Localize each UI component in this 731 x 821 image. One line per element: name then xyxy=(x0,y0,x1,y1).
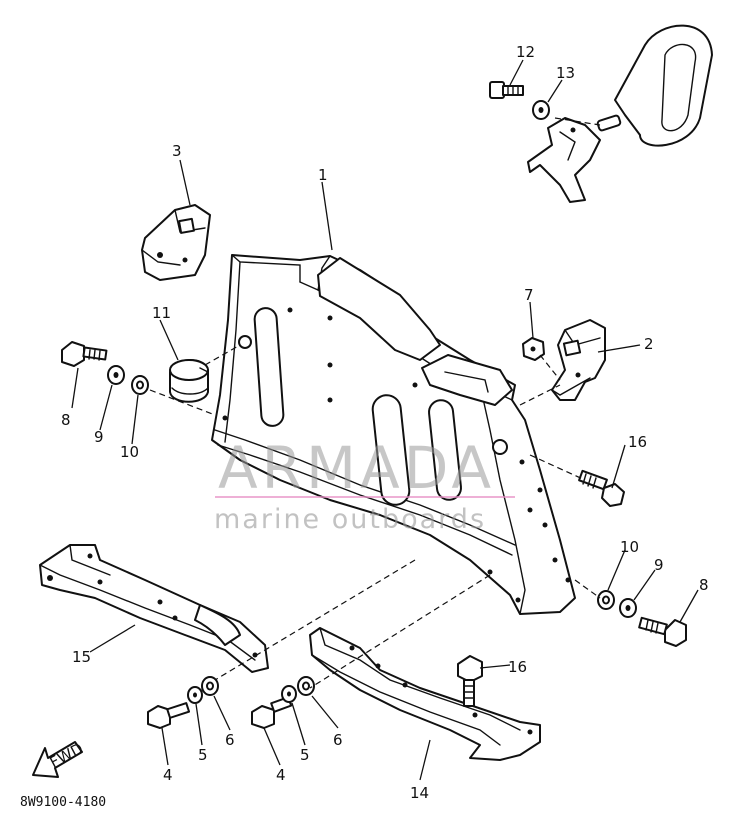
part-13-washer xyxy=(532,100,550,120)
part-5-washer-b xyxy=(281,685,297,703)
part-15-lower-bracket xyxy=(39,544,269,673)
part-1-main-bracket xyxy=(211,254,576,615)
callout-9-b: 9 xyxy=(654,556,664,574)
callout-4-a: 4 xyxy=(163,766,173,784)
fwd-label: FWD xyxy=(47,739,86,771)
callout-4-b: 4 xyxy=(276,766,286,784)
callout-14: 14 xyxy=(410,784,429,802)
part-7-nut xyxy=(522,337,545,361)
callout-12: 12 xyxy=(516,43,535,61)
callout-16-a: 16 xyxy=(628,433,647,451)
callout-6-b: 6 xyxy=(333,731,343,749)
callout-5-b: 5 xyxy=(300,746,310,764)
callout-13: 13 xyxy=(556,64,575,82)
leader-lines xyxy=(71,59,699,781)
part-4-bolt-a xyxy=(147,702,191,729)
callout-10-b: 10 xyxy=(620,538,639,556)
callout-11: 11 xyxy=(152,304,171,322)
part-14-lower-bracket xyxy=(309,627,541,761)
callout-8-b: 8 xyxy=(699,576,709,594)
part-5-washer-a xyxy=(187,686,203,704)
part-10-washer-left xyxy=(131,375,149,395)
callout-labels: 1 2 3 4 4 5 5 6 6 7 8 8 9 9 10 10 11 12 … xyxy=(61,43,709,802)
part-16-bolt-lower xyxy=(457,655,483,707)
callout-6-a: 6 xyxy=(225,731,235,749)
callout-3: 3 xyxy=(172,142,182,160)
callout-1: 1 xyxy=(318,166,328,184)
part-6-washer-b xyxy=(297,676,315,696)
callout-10-a: 10 xyxy=(120,443,139,461)
forward-direction-marker: FWD xyxy=(32,739,86,778)
handle-assembly xyxy=(527,24,713,203)
callout-5-a: 5 xyxy=(198,746,208,764)
callout-8-a: 8 xyxy=(61,411,71,429)
callout-9-a: 9 xyxy=(94,428,104,446)
part-3-mount-bracket xyxy=(141,204,211,281)
part-10-washer-right xyxy=(597,590,615,610)
part-2-mount-bracket xyxy=(551,319,606,401)
part-6-washer-a xyxy=(201,676,219,696)
callout-7: 7 xyxy=(524,286,534,304)
part-9-washer-left xyxy=(107,365,125,385)
watermark-brand: ARMADA xyxy=(218,434,495,502)
watermark-tagline: marine outboards xyxy=(214,504,486,535)
callout-15: 15 xyxy=(72,648,91,666)
callout-16-b: 16 xyxy=(508,658,527,676)
drawing-code: 8W9100-4180 xyxy=(20,795,106,810)
alignment-lines xyxy=(149,117,601,689)
part-9-washer-right xyxy=(619,598,637,618)
part-11-rubber-mount xyxy=(169,359,209,403)
part-8-bolt-right xyxy=(638,616,687,647)
part-16-bolt-right xyxy=(578,469,625,507)
callout-2: 2 xyxy=(644,335,654,353)
part-8-bolt-left xyxy=(61,341,108,367)
part-12-bolt xyxy=(489,81,524,99)
